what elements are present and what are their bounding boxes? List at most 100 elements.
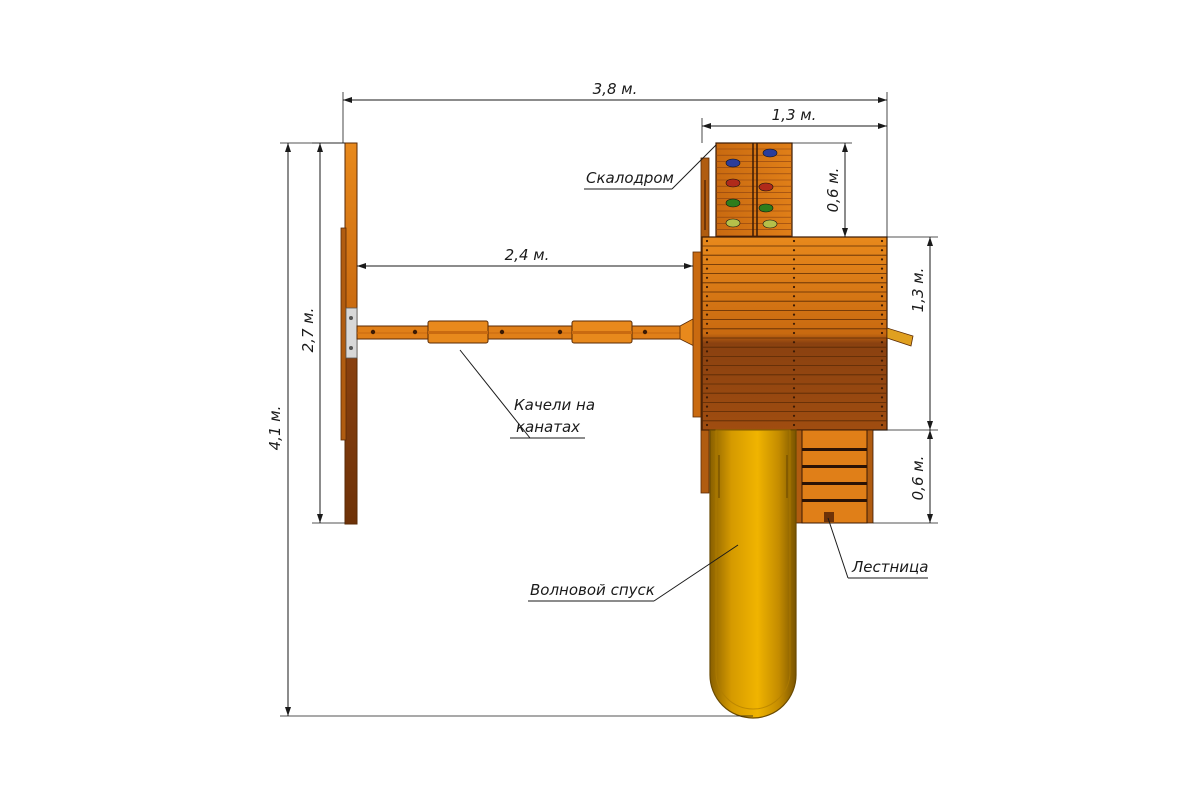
- deck-nail: [880, 377, 884, 381]
- deck-nail: [792, 414, 796, 417]
- deck-nail: [705, 304, 709, 307]
- deck-nail: [705, 350, 709, 353]
- dim-total-length: 4,1 м.: [266, 142, 753, 717]
- ladder-rung: [802, 448, 867, 451]
- deck-nail: [792, 285, 796, 289]
- dim-ladder-depth: 0,6 м.: [873, 430, 938, 524]
- dim-wall-depth: 0,6 м.: [792, 142, 852, 237]
- callout-wave-slide: Волновой спуск: [528, 544, 739, 602]
- deck-nail: [705, 331, 709, 335]
- deck-nail: [792, 313, 796, 316]
- dim-swing-frame: 2,7 м.: [299, 142, 345, 524]
- ladder-rung: [802, 499, 867, 502]
- deck-nail: [705, 295, 709, 298]
- deck-nail: [705, 276, 709, 279]
- swing-frame-left-post: [340, 142, 358, 525]
- dim-tower-depth-label: 1,3 м.: [909, 268, 927, 313]
- deck-nail: [880, 249, 884, 252]
- dim-beam-length: 2,4 м.: [357, 246, 693, 269]
- deck-nail: [792, 304, 796, 307]
- blue-hold: [725, 158, 741, 168]
- deck-nail: [792, 267, 796, 270]
- deck-nail: [792, 258, 796, 261]
- deck-nail: [792, 295, 796, 298]
- deck-nail: [880, 423, 884, 427]
- deck-nail: [705, 267, 709, 270]
- deck-nail: [880, 331, 884, 335]
- dim-total-width: 3,8 м.: [342, 80, 888, 237]
- deck-nail: [705, 285, 709, 289]
- deck-nail: [705, 249, 709, 252]
- climbing-wall: [715, 142, 793, 237]
- deck-nail: [880, 350, 884, 353]
- deck-nail: [880, 295, 884, 298]
- deck-nail: [880, 267, 884, 270]
- ladder-rung: [802, 482, 867, 485]
- deck-nail: [880, 368, 884, 371]
- deck-nail: [880, 276, 884, 279]
- deck-nail: [705, 377, 709, 381]
- callout-ladder: Лестница: [827, 517, 928, 579]
- deck-nail: [705, 258, 709, 261]
- deck-nail: [705, 387, 709, 390]
- deck-nail: [792, 322, 796, 325]
- deck-nail: [880, 396, 884, 399]
- deck-nail: [880, 414, 884, 417]
- deck-nail: [705, 423, 709, 427]
- dim-ladder-depth-label: 0,6 м.: [909, 456, 927, 501]
- dim-total-width-label: 3,8 м.: [593, 80, 638, 98]
- callout-swings-label-2: канатах: [516, 418, 580, 436]
- deck-nail: [705, 405, 709, 408]
- deck-nail: [792, 368, 796, 371]
- deck-nail: [792, 359, 796, 362]
- dim-swing-frame-label: 2,7 м.: [299, 308, 317, 353]
- dim-beam-length-label: 2,4 м.: [505, 246, 550, 264]
- deck-nail: [880, 322, 884, 325]
- green-hold: [725, 198, 741, 208]
- yellow-hold: [725, 218, 741, 228]
- ladder-rung: [802, 465, 867, 468]
- deck-nail: [705, 368, 709, 371]
- callout-wave-slide-label: Волновой спуск: [530, 581, 655, 599]
- deck-nail: [792, 249, 796, 252]
- deck-nail: [792, 396, 796, 399]
- deck-nail: [880, 239, 884, 243]
- deck-nail: [792, 423, 796, 427]
- deck-nail: [792, 239, 796, 243]
- deck-nail: [880, 405, 884, 408]
- dim-total-length-label: 4,1 м.: [266, 406, 284, 451]
- yellow-hold: [762, 219, 778, 229]
- deck-nail: [705, 341, 709, 344]
- deck-nail: [880, 359, 884, 362]
- callout-ladder-label: Лестница: [851, 558, 928, 576]
- deck-nail: [880, 313, 884, 316]
- deck-nail: [705, 414, 709, 417]
- dim-wall-depth-label: 0,6 м.: [824, 168, 842, 213]
- deck-nail: [880, 387, 884, 390]
- deck-nail: [792, 331, 796, 335]
- deck-nail: [792, 377, 796, 381]
- tower-deck: [701, 236, 888, 431]
- callout-swings-label-1: Качели на: [514, 396, 595, 414]
- ladder: [795, 429, 874, 524]
- deck-nail: [705, 396, 709, 399]
- deck-nail: [705, 359, 709, 362]
- blue-hold: [762, 148, 778, 158]
- swing-seat-1: [427, 320, 489, 344]
- green-hold: [758, 203, 774, 213]
- dim-tower-width: 1,3 м.: [701, 106, 887, 143]
- deck-nail: [792, 341, 796, 344]
- deck-nail: [880, 285, 884, 289]
- deck-nail: [792, 405, 796, 408]
- deck-nail: [792, 276, 796, 279]
- dim-tower-width-label: 1,3 м.: [772, 106, 817, 124]
- callout-swings: Качели на канатах: [459, 349, 595, 439]
- deck-nail: [880, 341, 884, 344]
- red-hold: [725, 178, 741, 188]
- deck-nail: [705, 239, 709, 243]
- tower-handle: [886, 327, 914, 347]
- deck-nail: [880, 258, 884, 261]
- deck-nail: [705, 322, 709, 325]
- swing-beam: [356, 313, 703, 351]
